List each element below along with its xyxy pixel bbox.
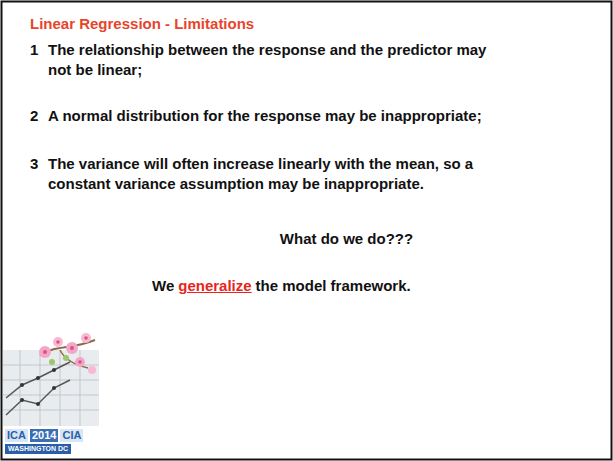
logo-illustration	[3, 333, 99, 457]
bullet-text: The relationship between the response an…	[48, 40, 508, 80]
conclusion-line: Wegeneralizethe model framework.	[152, 276, 415, 296]
logo-text: 2014	[30, 429, 58, 442]
chart-dots	[20, 368, 56, 406]
emphasis-word: generalize	[178, 276, 251, 296]
logo-grid	[3, 350, 99, 426]
logo-wordmark: ICA2014CIA	[5, 429, 85, 442]
logo-base	[3, 427, 99, 457]
logo-text: CIA	[60, 429, 83, 442]
item-number: 2	[30, 106, 38, 126]
chart-line	[6, 380, 70, 415]
bullet-text: A normal distribution for the response m…	[48, 106, 508, 126]
cherry-blossoms	[39, 333, 96, 374]
bullet-text: The variance will often increase linearl…	[48, 154, 518, 194]
slide-title: Linear Regression - Limitations	[30, 14, 254, 34]
logo-text: ICA	[5, 429, 28, 442]
question-text: What do we do???	[0, 229, 613, 249]
logo-subtitle: WASHINGTON DC	[5, 444, 71, 454]
conclusion-text: the model framework.	[256, 276, 411, 296]
item-number: 1	[30, 40, 38, 60]
logo-ground	[3, 350, 99, 426]
conclusion-text: We	[152, 276, 174, 296]
item-number: 3	[30, 154, 38, 174]
chart-line	[6, 362, 70, 398]
